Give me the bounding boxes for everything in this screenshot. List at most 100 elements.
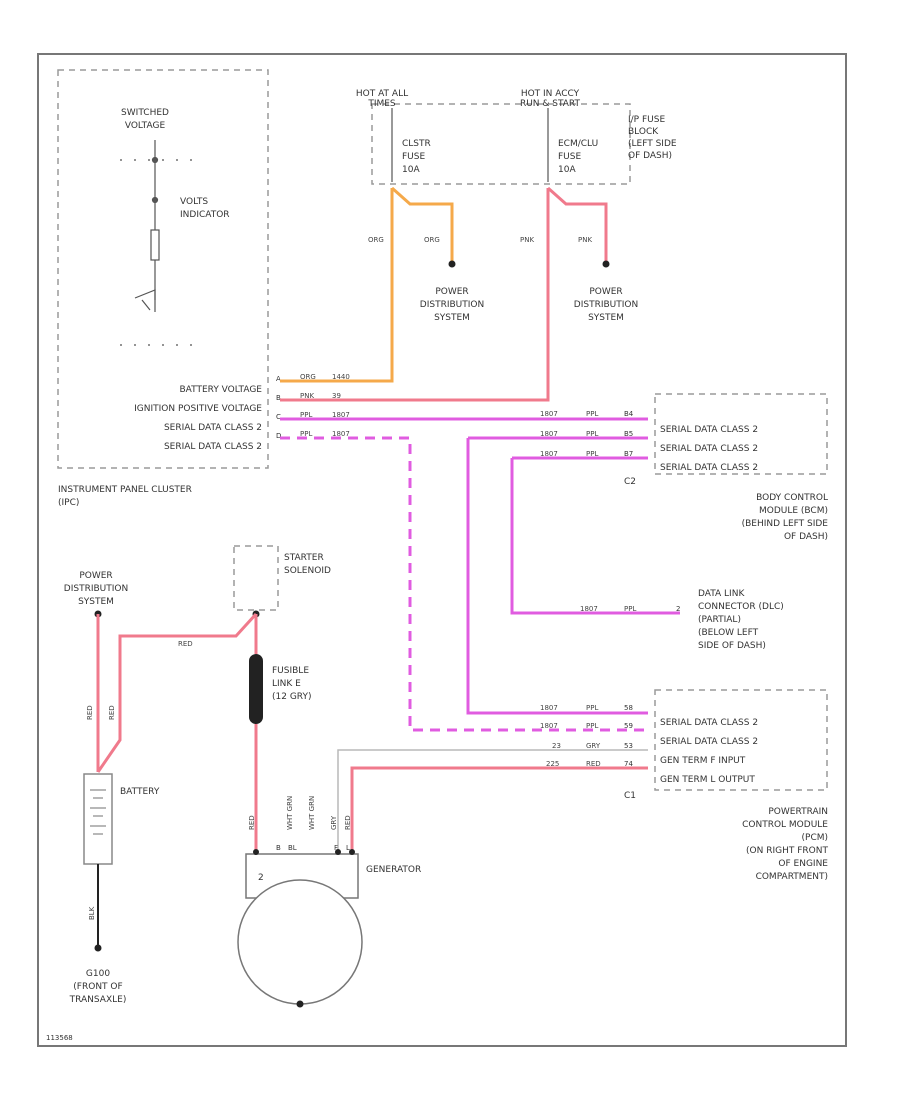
- pds-bottom-label-3: SYSTEM: [78, 597, 114, 607]
- svg-text:59: 59: [624, 722, 633, 730]
- starter-label-2: SOLENOID: [284, 566, 331, 576]
- pcm-connector: C1: [624, 791, 636, 801]
- pcm-box: [654, 689, 828, 791]
- pds-right-label-2: DISTRIBUTION: [574, 300, 638, 310]
- fuse-block-label-3: (LEFT SIDE: [628, 139, 677, 149]
- volts-indicator-label-2: INDICATOR: [180, 210, 230, 220]
- battery-label: BATTERY: [120, 787, 160, 797]
- generator-body: [237, 879, 363, 1005]
- ground-label-3: TRANSAXLE): [69, 995, 127, 1005]
- svg-text:SERIAL DATA CLASS 2: SERIAL DATA CLASS 2: [660, 718, 758, 728]
- svg-text:1807: 1807: [540, 704, 558, 712]
- pds-bottom-wire1: RED: [86, 705, 94, 720]
- gray-wire-gen-f: [337, 749, 648, 852]
- svg-text:BL: BL: [288, 844, 297, 852]
- footer-id: 113568: [46, 1034, 73, 1042]
- pds-left-label-2: DISTRIBUTION: [420, 300, 484, 310]
- ipc-pin-b: B: [276, 394, 281, 402]
- fuse-block-label-4: OF DASH): [628, 151, 672, 161]
- ground-terminal: [94, 944, 102, 952]
- ipc-title-1: INSTRUMENT PANEL CLUSTER: [58, 485, 192, 495]
- svg-text:RED: RED: [586, 760, 601, 768]
- pds-left-label-1: POWER: [435, 287, 468, 297]
- svg-text:74: 74: [624, 760, 633, 768]
- hot-run-start-1: HOT IN ACCY: [521, 89, 580, 99]
- svg-text:1807: 1807: [540, 430, 558, 438]
- pds-left-wire1: ORG: [368, 236, 384, 244]
- svg-text:WHT GRN: WHT GRN: [308, 796, 316, 830]
- svg-text:GRY: GRY: [586, 742, 601, 750]
- hot-at-all-times-1: HOT AT ALL: [356, 89, 408, 99]
- pcm-row-4: 225 RED 74 GEN TERM L OUTPUT: [546, 760, 755, 785]
- svg-text:B5: B5: [624, 430, 633, 438]
- red-wire-gen-l: [350, 766, 648, 852]
- svg-text:PPL: PPL: [586, 450, 598, 458]
- svg-text:PPL: PPL: [624, 605, 636, 613]
- ipc-title-2: (IPC): [58, 498, 79, 508]
- ipc-wire-serial2-circuit: 1807: [332, 430, 350, 438]
- battery-red-wires: [96, 612, 258, 852]
- bcm-title-2: MODULE (BCM): [759, 506, 828, 516]
- ipc-wire-ignition-circuit: 39: [332, 392, 341, 400]
- generator-wire-labels: RED WHT GRN WHT GRN GRY RED: [248, 796, 352, 830]
- pcm-title-2: CONTROL MODULE: [742, 820, 828, 830]
- svg-text:SERIAL DATA CLASS 2: SERIAL DATA CLASS 2: [660, 425, 758, 435]
- svg-text:RED: RED: [344, 815, 352, 830]
- generator-ground-terminal: [296, 1000, 304, 1008]
- dlc-title-4: (BELOW LEFT: [698, 628, 759, 638]
- pcm-title-6: COMPARTMENT): [756, 872, 828, 882]
- fuse-block-label-2: BLOCK: [628, 127, 659, 137]
- ecm-fuse-3: 10A: [558, 165, 576, 175]
- fuse-block-label-1: I/P FUSE: [628, 115, 665, 125]
- svg-text:B4: B4: [624, 410, 634, 418]
- pcm-title-3: (PCM): [802, 833, 829, 843]
- ipc-pin-label-ignition: IGNITION POSITIVE VOLTAGE: [134, 404, 262, 414]
- ipc-wire-serial1-circuit: 1807: [332, 411, 350, 419]
- dlc-title-5: SIDE OF DASH): [698, 641, 766, 651]
- svg-text:B: B: [276, 844, 281, 852]
- svg-text:PPL: PPL: [586, 430, 598, 438]
- dlc-title-1: DATA LINK: [698, 589, 745, 599]
- ipc-wire-serial1-color: PPL: [300, 411, 312, 419]
- bcm-title-3: (BEHIND LEFT SIDE: [742, 519, 829, 529]
- bcm-title-4: OF DASH): [784, 532, 828, 542]
- svg-text:SERIAL DATA CLASS 2: SERIAL DATA CLASS 2: [660, 463, 758, 473]
- fusible-link-label-3: (12 GRY): [272, 692, 312, 702]
- pds-bottom-label-1: POWER: [79, 571, 112, 581]
- pcm-title-1: POWERTRAIN: [768, 807, 828, 817]
- svg-text:RED: RED: [248, 815, 256, 830]
- ecm-fuse-1: ECM/CLU: [558, 139, 598, 149]
- ground-wire-color: BLK: [88, 906, 96, 920]
- ipc-wire-battery-color: ORG: [300, 373, 316, 381]
- ipc-wire-battery-circuit: 1440: [332, 373, 350, 381]
- ipc-wire-ignition-color: PNK: [300, 392, 314, 400]
- hot-at-all-times-2: TIMES: [367, 99, 396, 109]
- pds-right-terminal: [602, 260, 610, 268]
- svg-text:58: 58: [624, 704, 633, 712]
- org-wire: [280, 186, 454, 383]
- pds-left-wire2: ORG: [424, 236, 440, 244]
- svg-text:B7: B7: [624, 450, 633, 458]
- dlc-title-3: (PARTIAL): [698, 615, 741, 625]
- svg-text:225: 225: [546, 760, 559, 768]
- svg-text:1807: 1807: [580, 605, 598, 613]
- ipc-pin-label-serial1: SERIAL DATA CLASS 2: [164, 423, 262, 433]
- ipc-pin-d: D: [276, 432, 281, 440]
- dlc-wire-labels: 1807 PPL 2: [580, 605, 680, 613]
- svg-text:SERIAL DATA CLASS 2: SERIAL DATA CLASS 2: [660, 737, 758, 747]
- ipc-pin-c: C: [276, 413, 281, 421]
- pnk-wire: [280, 186, 608, 402]
- svg-text:SERIAL DATA CLASS 2: SERIAL DATA CLASS 2: [660, 444, 758, 454]
- bcm-row-1: 1807 PPL B4 SERIAL DATA CLASS 2: [540, 410, 758, 435]
- pcm-row-2: 1807 PPL 59 SERIAL DATA CLASS 2: [540, 722, 758, 747]
- hot-run-start-2: RUN & START: [520, 99, 581, 109]
- switched-voltage-label-1: SWITCHED: [121, 108, 169, 118]
- ipc-pin-label-battery: BATTERY VOLTAGE: [179, 385, 262, 395]
- svg-text:PPL: PPL: [586, 410, 598, 418]
- switched-voltage-label-2: VOLTAGE: [125, 121, 166, 131]
- starter-wire-color: RED: [178, 640, 193, 648]
- svg-text:PPL: PPL: [586, 704, 598, 712]
- pcm-title-4: (ON RIGHT FRONT: [746, 846, 828, 856]
- dlc-title-2: CONNECTOR (DLC): [698, 602, 784, 612]
- bcm-row-2: 1807 PPL B5 SERIAL DATA CLASS 2: [540, 430, 758, 454]
